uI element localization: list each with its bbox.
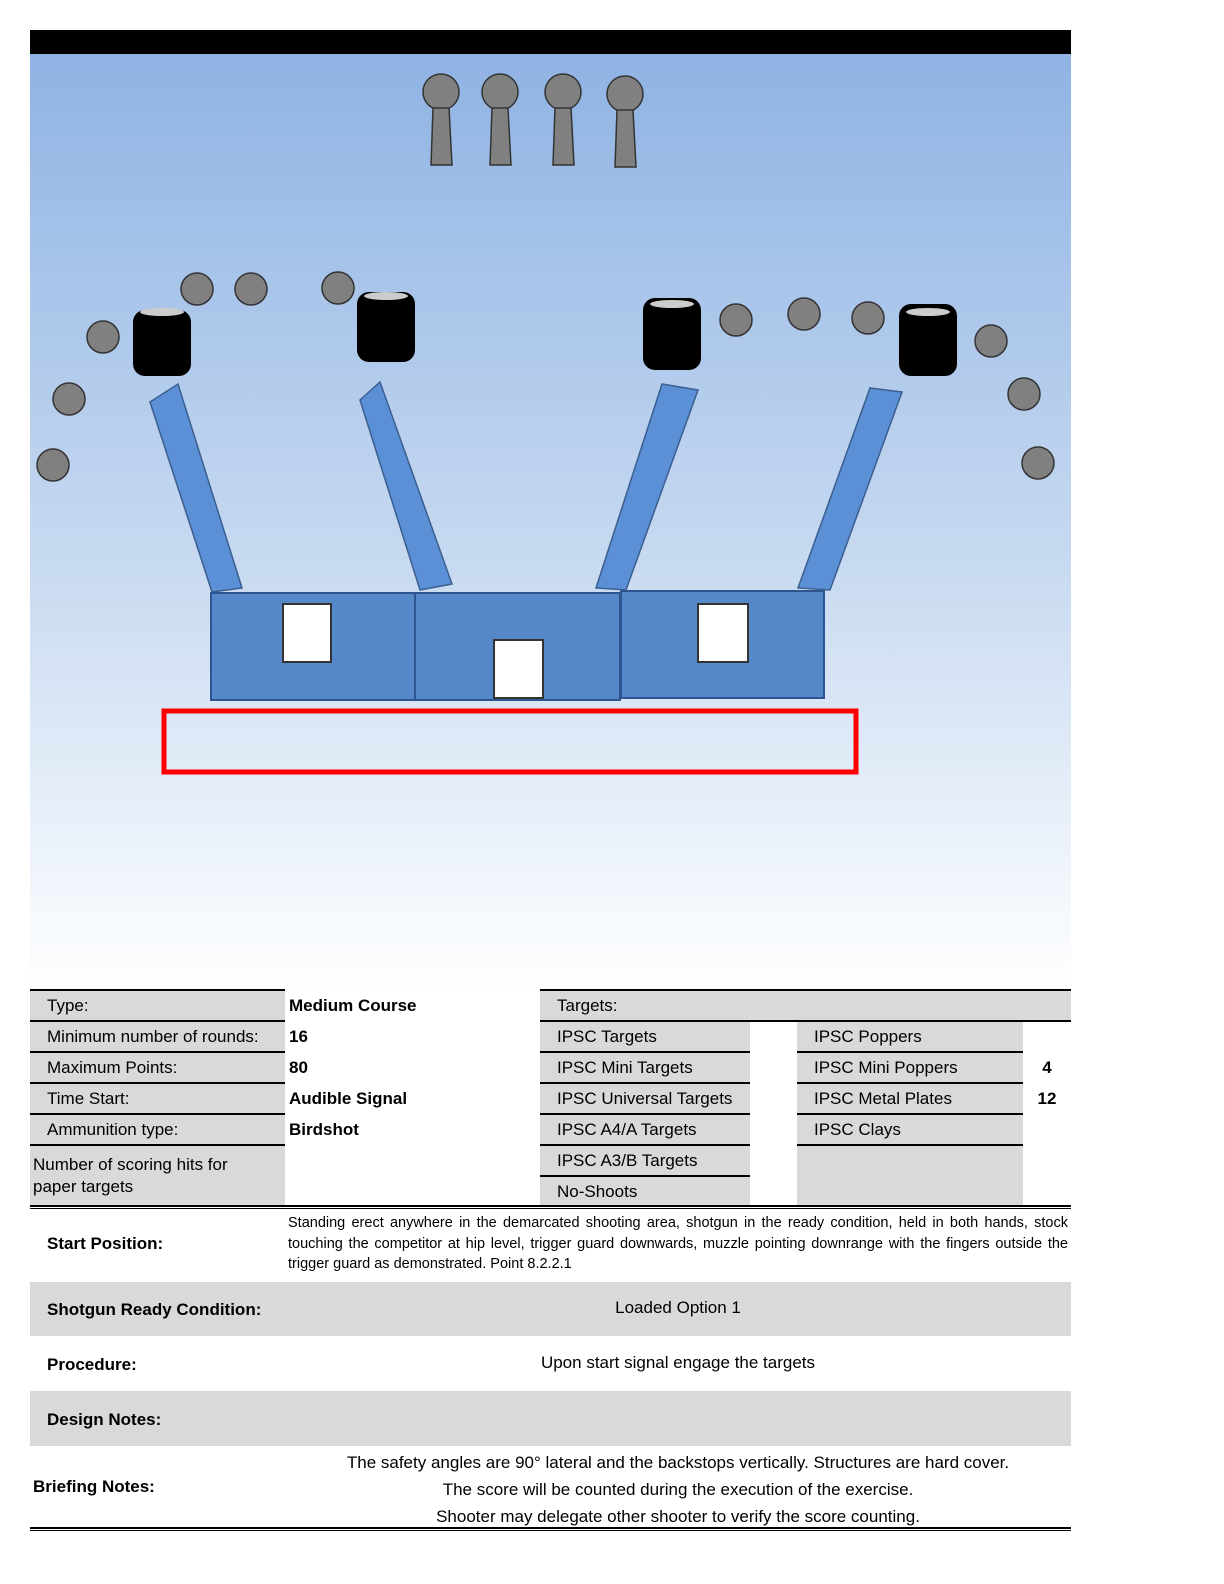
fault-line-shooting-area: [161, 708, 859, 775]
mini-popper: [422, 73, 460, 166]
targets-header: Targets:: [540, 991, 1071, 1022]
metal-plate: [234, 272, 268, 306]
target-ipsc-poppers: IPSC Poppers: [797, 1022, 1023, 1053]
count-mini-poppers: 4: [1042, 1058, 1052, 1077]
metal-plate: [787, 297, 821, 331]
mini-popper: [606, 75, 644, 168]
window: [493, 639, 544, 699]
mini-popper: [544, 73, 582, 166]
metal-plates: [36, 271, 1055, 482]
design-notes-label: Design Notes:: [47, 1410, 162, 1429]
window: [282, 603, 332, 663]
metal-plate: [180, 272, 214, 306]
start-position-row: Start Position: Standing erect anywhere …: [30, 1210, 1071, 1280]
mini-poppers: [422, 73, 644, 168]
briefing-notes-row: Briefing Notes: The safety angles are 90…: [30, 1446, 1071, 1526]
target-ipsc-targets: IPSC Targets: [540, 1022, 750, 1053]
rounds-label: Minimum number of rounds:: [30, 1022, 285, 1053]
target-ipsc-mini-poppers: IPSC Mini Poppers: [797, 1053, 1023, 1084]
procedure-label: Procedure:: [47, 1355, 137, 1374]
window: [697, 603, 749, 663]
time-value: Audible Signal: [289, 1089, 408, 1108]
metal-plate: [36, 448, 70, 482]
procedure-row: Procedure: Upon start signal engage the …: [30, 1336, 1071, 1391]
ammo-value: Birdshot: [289, 1120, 359, 1139]
metal-plate: [719, 303, 753, 337]
ready-condition-text: Loaded Option 1: [615, 1298, 741, 1317]
target-empty: [797, 1146, 1023, 1206]
barrel-stack: [357, 292, 415, 362]
points-label: Maximum Points:: [30, 1053, 285, 1084]
rounds-value: 16: [289, 1027, 308, 1046]
scoring-hits-label: Number of scoring hits for paper targets: [30, 1146, 285, 1206]
briefing-line: Shooter may delegate other shooter to ve…: [436, 1507, 920, 1526]
procedure-text: Upon start signal engage the targets: [540, 1353, 816, 1372]
start-position-label: Start Position:: [47, 1234, 164, 1253]
barrel-stacks: [133, 292, 957, 376]
wall: [796, 387, 904, 591]
target-ipsc-universal-targets: IPSC Universal Targets: [540, 1084, 750, 1115]
mini-popper: [481, 73, 519, 166]
header-bar: [30, 30, 1071, 54]
barrel-stack: [643, 298, 701, 370]
target-ipsc-metal-plates: IPSC Metal Plates: [797, 1084, 1023, 1115]
type-label: Type:: [30, 991, 285, 1022]
type-value: Medium Course: [289, 996, 417, 1015]
count-metal-plates: 12: [1037, 1089, 1057, 1108]
metal-plate: [52, 382, 86, 416]
points-value: 80: [289, 1058, 308, 1077]
target-ipsc-a4a-targets: IPSC A4/A Targets: [540, 1115, 750, 1146]
briefing-line: The score will be counted during the exe…: [442, 1480, 914, 1499]
target-ipsc-clays: IPSC Clays: [797, 1115, 1023, 1146]
barrel-stack: [899, 304, 957, 376]
ready-condition-row: Shotgun Ready Condition: Loaded Option 1: [30, 1282, 1071, 1336]
start-position-text: Standing erect anywhere in the demarcate…: [288, 1215, 1068, 1272]
ready-condition-label: Shotgun Ready Condition:: [47, 1300, 262, 1319]
ammo-label: Ammunition type:: [30, 1115, 285, 1146]
walls: [149, 380, 904, 593]
metal-plate: [974, 324, 1008, 358]
target-ipsc-mini-targets: IPSC Mini Targets: [540, 1053, 750, 1084]
design-notes-row: Design Notes:: [30, 1391, 1071, 1446]
briefing-notes-label: Briefing Notes:: [33, 1477, 155, 1496]
target-no-shoots: No-Shoots: [540, 1177, 750, 1206]
range-background: [30, 54, 1071, 990]
stage-diagram: [30, 54, 1071, 990]
metal-plate: [321, 271, 355, 305]
briefing-notes-text: The safety angles are 90° lateral and th…: [288, 1449, 1068, 1530]
windows: [282, 603, 749, 699]
briefing-line: The safety angles are 90° lateral and th…: [346, 1453, 1010, 1472]
metal-plate: [1021, 446, 1055, 480]
target-ipsc-a3b-targets: IPSC A3/B Targets: [540, 1146, 750, 1177]
metal-plate: [86, 320, 120, 354]
time-label: Time Start:: [30, 1084, 285, 1115]
barrel-stack: [133, 308, 191, 376]
metal-plate: [1007, 377, 1041, 411]
metal-plate: [851, 301, 885, 335]
wall: [359, 380, 454, 591]
wall: [149, 382, 243, 593]
